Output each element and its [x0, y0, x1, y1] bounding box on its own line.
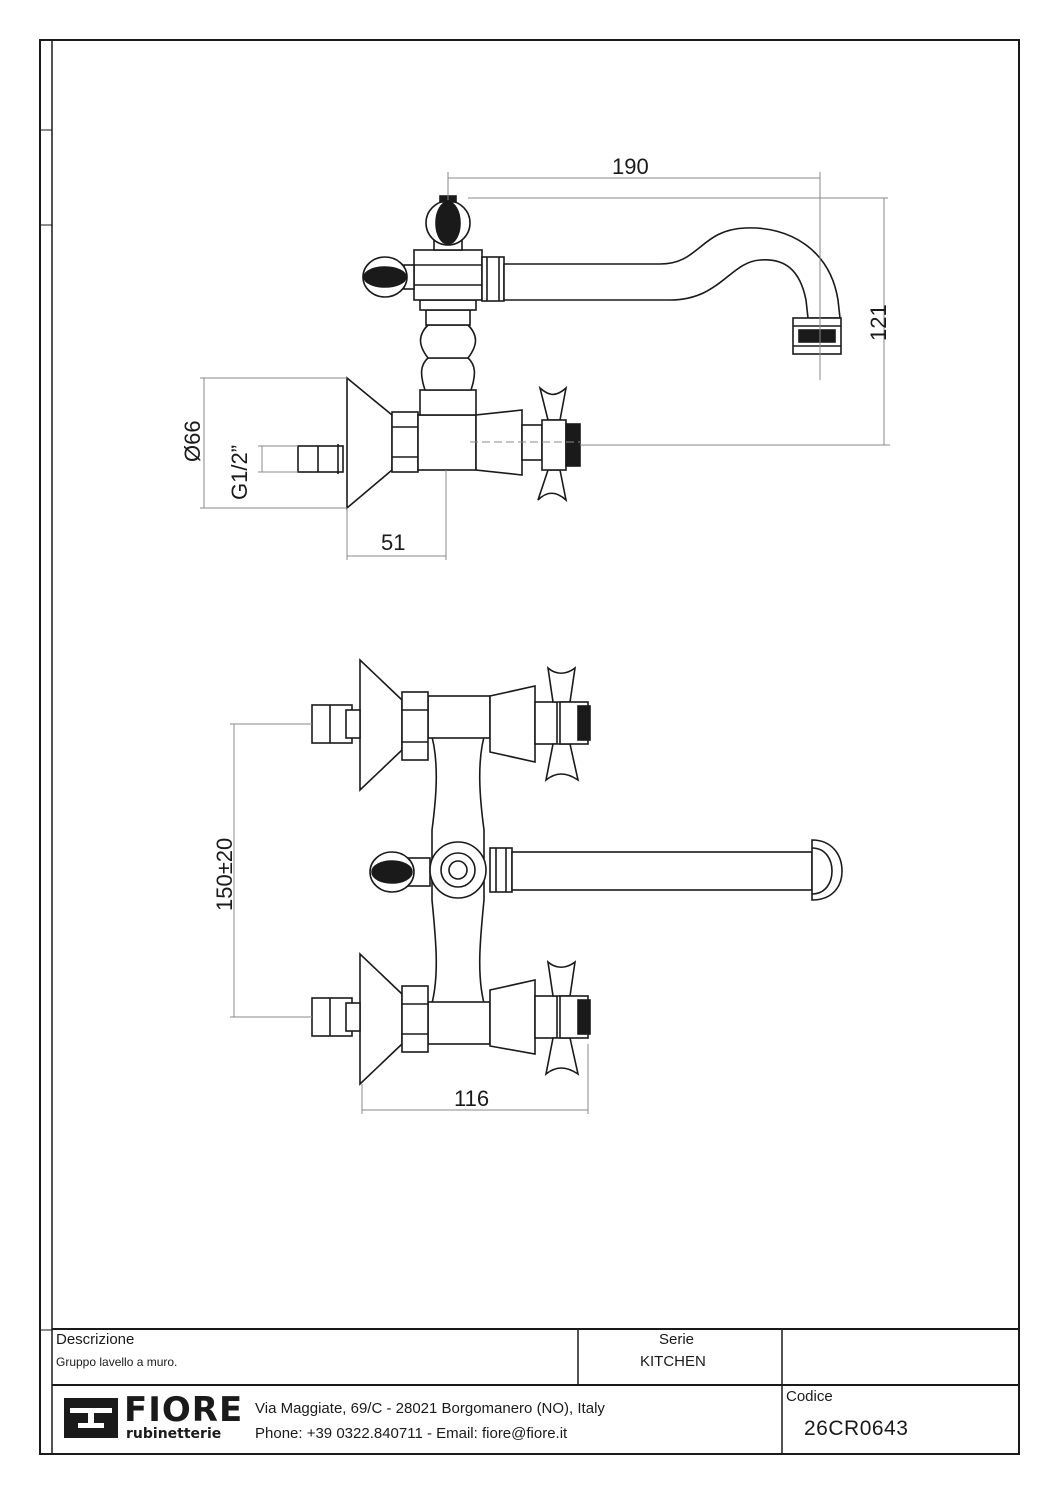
serie-value: KITCHEN	[640, 1353, 706, 1370]
dimension-lines-top	[200, 172, 890, 560]
company-contact: Phone: +39 0322.840711 - Email: fiore@fi…	[255, 1425, 568, 1442]
side-view	[297, 195, 842, 510]
dim-diameter: Ø66	[180, 420, 205, 462]
dimension-lines-front	[230, 723, 589, 1114]
sheet-frame	[39, 39, 1020, 1455]
codice-value: 26CR0643	[804, 1417, 909, 1440]
dim-190: 190	[612, 154, 649, 179]
dim-51: 51	[381, 530, 405, 555]
brand-logo-sub: rubinetterie	[126, 1426, 222, 1442]
brand-logo-word: FIORE	[124, 1390, 244, 1430]
dim-thread: G1/2”	[227, 445, 252, 500]
company-address: Via Maggiate, 69/C - 28021 Borgomanero (…	[255, 1400, 605, 1417]
faucet-logo-icon	[64, 1398, 118, 1438]
descrizione-label: Descrizione	[56, 1331, 135, 1348]
descrizione-value: Gruppo lavello a muro.	[56, 1355, 178, 1369]
front-view	[311, 658, 843, 1086]
codice-label: Codice	[786, 1388, 833, 1405]
dim-121: 121	[866, 304, 891, 341]
dim-116: 116	[454, 1086, 489, 1111]
dim-150: 150±20	[212, 838, 237, 911]
serie-label: Serie	[659, 1331, 695, 1348]
